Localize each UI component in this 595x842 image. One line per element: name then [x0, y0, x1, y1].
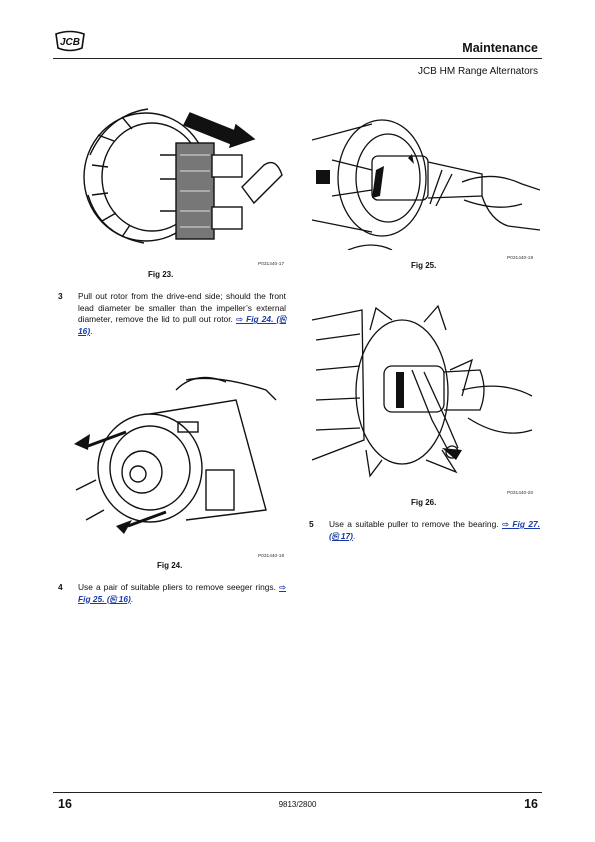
step-5-number: 5	[309, 519, 314, 529]
step-3-link-end: .	[90, 325, 93, 336]
fig-26-caption: Fig 26.	[411, 498, 437, 507]
page-number-right: 16	[524, 797, 538, 811]
fig-26-illustration	[312, 300, 540, 480]
step-5-link[interactable]: ⇨ Fig 27. (⎘ 17)	[329, 519, 540, 541]
fig-25-illustration	[312, 100, 540, 250]
step-5-link-end: .	[352, 530, 356, 541]
section-title: Maintenance	[462, 41, 538, 55]
fig-23-code: P031440-17	[258, 262, 285, 267]
jcb-logo: JCB	[53, 30, 87, 52]
step-4: 4 Use a pair of suitable pliers to remov…	[58, 582, 286, 608]
fig-26-code: P031440-20	[507, 491, 534, 496]
footer-rule	[53, 792, 542, 793]
fig-25-code: P031440-19	[507, 256, 534, 261]
header-rule	[53, 58, 542, 59]
step-4-link[interactable]: ⇨ Fig 25. (⎘ 16)	[78, 582, 286, 604]
fig-25-caption: Fig 25.	[411, 261, 437, 270]
fig-23-illustration	[78, 95, 288, 250]
step-3-text: Pull out rotor from the drive-end side; …	[78, 291, 286, 325]
step-3-number: 3	[58, 291, 63, 301]
step-4-number: 4	[58, 582, 63, 592]
fig-24-caption: Fig 24.	[157, 561, 183, 570]
page-number-left: 16	[58, 797, 72, 811]
step-3-link[interactable]: ⇨ Fig 24. (⎘ 16)	[78, 314, 286, 336]
step-5-text: Use a suitable puller to remove the bear…	[329, 519, 499, 529]
step-4-text: Use a pair of suitable pliers to remove …	[78, 582, 276, 592]
document-number: 9813/2800	[278, 800, 317, 809]
step-3: 3 Pull out rotor from the drive-end side…	[58, 291, 286, 341]
fig-23-caption: Fig 23.	[148, 270, 174, 279]
logo-text: JCB	[60, 37, 80, 48]
fig-24-code: P031440-18	[258, 554, 285, 559]
step-4-link-end: .	[130, 593, 134, 604]
step-5: 5 Use a suitable puller to remove the be…	[309, 519, 540, 545]
page-subtitle: JCB HM Range Alternators	[417, 66, 538, 77]
fig-24-illustration	[66, 360, 286, 545]
